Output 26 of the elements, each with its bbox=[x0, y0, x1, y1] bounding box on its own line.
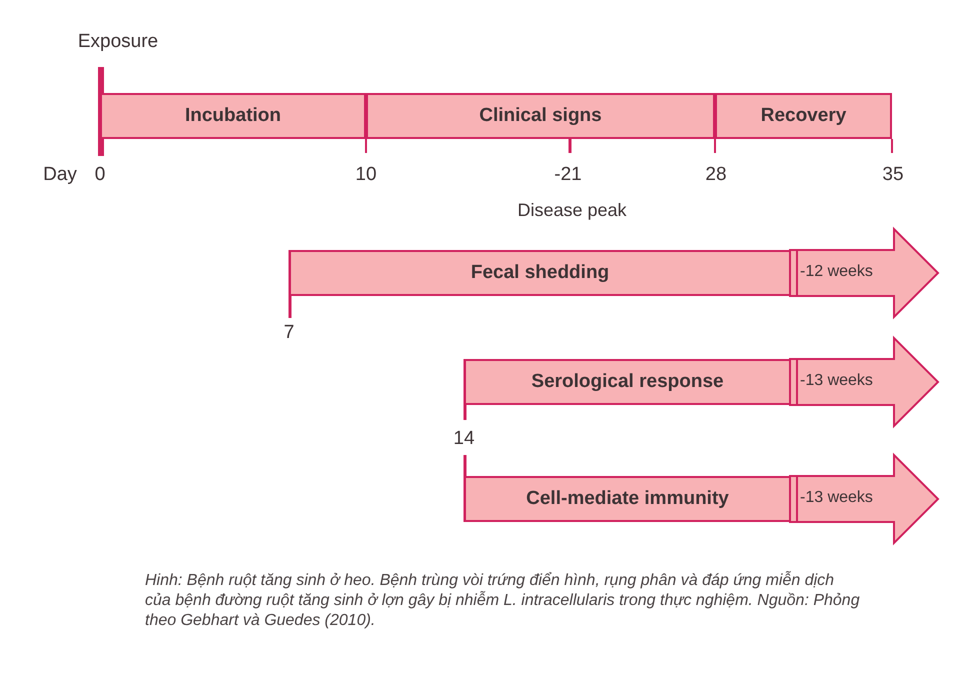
annotation-text: Disease peak bbox=[517, 200, 627, 221]
phase-bar bbox=[464, 476, 791, 522]
bar-label: Fecal shedding bbox=[470, 262, 610, 284]
phase-bar bbox=[366, 93, 715, 139]
tick-label: -21 bbox=[554, 164, 582, 186]
phase-bar bbox=[100, 93, 366, 139]
figure-caption: Hinh: Bệnh ruột tăng sinh ở heo. Bệnh trùng vòi trứng điển hình, rụng phân và đáp ứng miễn dịch của bệnh đường ruột tăng sinh ở lợn gây bị nhiễm L. intracellularis trong thực nghiệm. Nguồn: Phỏng theo Gebhart và Guedes (2010). bbox=[145, 571, 860, 631]
bar-label: Serological response bbox=[531, 371, 724, 393]
bar-label: Cell-mediate immunity bbox=[526, 488, 729, 510]
tick-label: 28 bbox=[705, 164, 727, 186]
phase-bar bbox=[464, 359, 791, 405]
tick-label: 0 bbox=[94, 164, 106, 186]
axis-label: Day bbox=[43, 164, 77, 186]
event-label: Exposure bbox=[78, 31, 158, 53]
phase-bar bbox=[289, 250, 791, 296]
bar-label: Incubation bbox=[184, 105, 282, 127]
duration-label: -13 weeks bbox=[800, 372, 873, 389]
phase-bar bbox=[715, 93, 892, 139]
bar-label: Recovery bbox=[760, 105, 846, 127]
duration-label: -13 weeks bbox=[800, 489, 873, 506]
duration-label: -12 weeks bbox=[800, 263, 873, 280]
tick-label: 14 bbox=[453, 428, 475, 450]
tick-label: 10 bbox=[355, 164, 377, 186]
tick-label: 7 bbox=[284, 322, 294, 344]
tick-label: 35 bbox=[882, 164, 904, 186]
bar-label: Clinical signs bbox=[479, 105, 602, 127]
